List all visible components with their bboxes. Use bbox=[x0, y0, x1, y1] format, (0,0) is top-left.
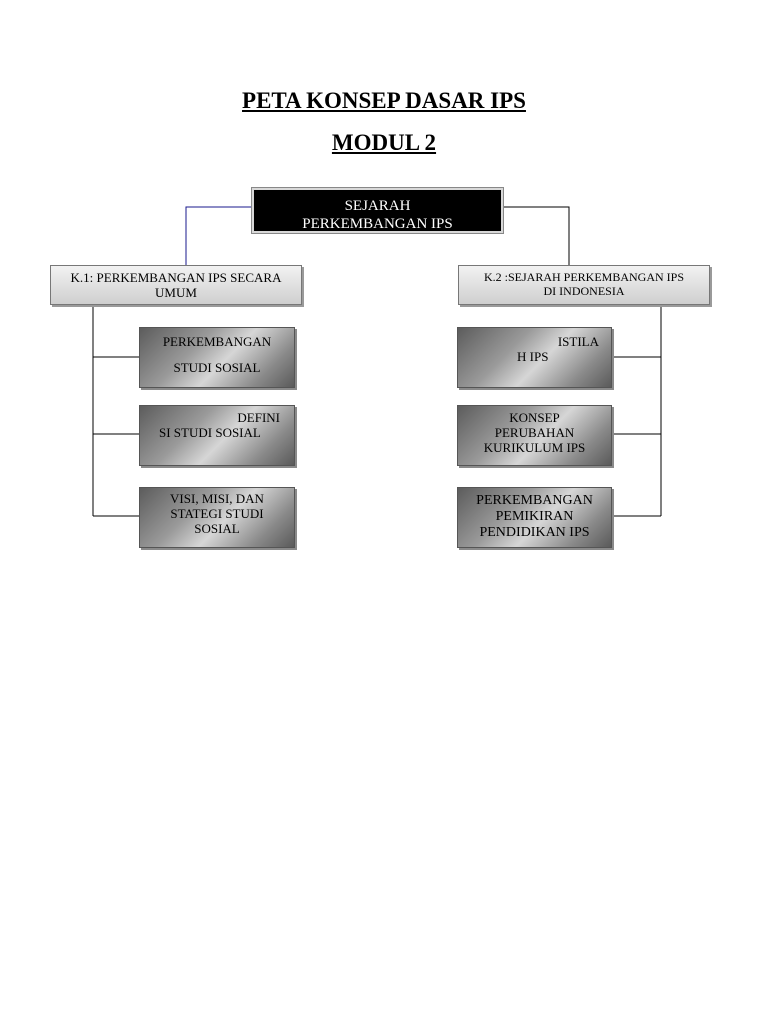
leaf-line: SI STUDI SOSIAL bbox=[159, 425, 261, 440]
page-title: PETA KONSEP DASAR IPS bbox=[242, 88, 526, 113]
leaf-node-definisi-studi-sosial: DEFINI SI STUDI SOSIAL bbox=[139, 405, 295, 466]
category-k1-line1: K.1: PERKEMBANGAN IPS SECARA bbox=[70, 270, 282, 285]
leaf-node-istilah-ips: ISTILA H IPS bbox=[457, 327, 612, 388]
leaf-line: SOSIAL bbox=[194, 521, 240, 536]
leaf-line: PENDIDIKAN IPS bbox=[479, 525, 590, 540]
leaf-node-perkembangan-pemikiran: PERKEMBANGAN PEMIKIRAN PENDIDIKAN IPS bbox=[457, 487, 612, 548]
root-node-line1: SEJARAH bbox=[344, 198, 411, 214]
leaf-line: KURIKULUM IPS bbox=[483, 440, 586, 455]
leaf-node-konsep-perubahan-kurikulum: KONSEP PERUBAHAN KURIKULUM IPS bbox=[457, 405, 612, 466]
leaf-line: DEFINI bbox=[237, 410, 280, 425]
leaf-line: H IPS bbox=[517, 349, 549, 364]
leaf-line: KONSEP bbox=[509, 410, 560, 425]
leaf-node-visi-misi: VISI, MISI, DAN STATEGI STUDI SOSIAL bbox=[139, 487, 295, 548]
leaf-line: VISI, MISI, DAN bbox=[170, 491, 264, 506]
page-subtitle: MODUL 2 bbox=[331, 130, 437, 155]
leaf-line: PERUBAHAN bbox=[494, 425, 575, 440]
root-node: SEJARAH PERKEMBANGAN IPS bbox=[251, 187, 504, 234]
leaf-line: STUDI SOSIAL bbox=[173, 360, 261, 375]
category-node-k2: K.2 :SEJARAH PERKEMBANGAN IPS DI INDONES… bbox=[458, 265, 710, 305]
leaf-line: PERKEMBANGAN bbox=[476, 493, 593, 508]
leaf-line: PERKEMBANGAN bbox=[162, 334, 272, 349]
leaf-line: PEMIKIRAN bbox=[495, 509, 574, 524]
leaf-node-perkembangan-studi-sosial: PERKEMBANGAN STUDI SOSIAL bbox=[139, 327, 295, 388]
connector-root-left bbox=[185, 206, 252, 265]
category-k2-line2: DI INDONESIA bbox=[543, 284, 625, 298]
connector-root-right bbox=[503, 206, 570, 265]
category-node-k1: K.1: PERKEMBANGAN IPS SECARA UMUM bbox=[50, 265, 302, 305]
root-node-line2: PERKEMBANGAN IPS bbox=[302, 216, 453, 232]
leaf-line: STATEGI STUDI bbox=[170, 506, 264, 521]
category-k1-line2: UMUM bbox=[155, 285, 197, 300]
category-k2-line1: K.2 :SEJARAH PERKEMBANGAN IPS bbox=[483, 270, 685, 284]
leaf-line: ISTILA bbox=[557, 334, 599, 349]
